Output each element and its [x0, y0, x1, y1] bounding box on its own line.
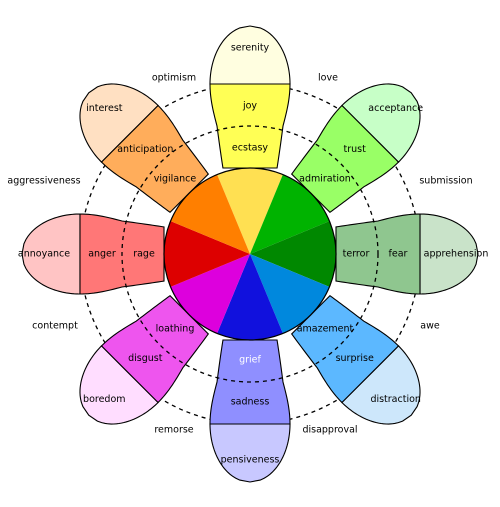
- petal-fear: [250, 213, 479, 295]
- petal-anticipation-mild: [79, 83, 159, 163]
- label-surprise-basic: surprise: [336, 353, 374, 364]
- label-anticipation-basic: anticipation: [117, 144, 173, 155]
- label-fear-mild: apprehension: [424, 249, 489, 260]
- petal-disgust: [79, 254, 250, 425]
- label-surprise-intense: amazement: [297, 324, 354, 335]
- label-anticipation-mild: interest: [86, 103, 123, 114]
- petal-fear-mild: [419, 213, 479, 295]
- petal-surprise-intense: [250, 254, 330, 334]
- petal-anticipation: [79, 83, 250, 254]
- label-sadness-basic: sadness: [231, 397, 270, 408]
- label-joy-basic: joy: [242, 101, 257, 112]
- label-disgust-mild: boredom: [83, 394, 125, 405]
- label-sadness-mild: pensiveness: [221, 455, 280, 466]
- petal-joy-intense: [217, 168, 283, 254]
- petal-trust-intense: [250, 174, 330, 254]
- petal-disgust-basic: [100, 294, 210, 404]
- dyad-aggressiveness: aggressiveness: [7, 176, 80, 187]
- label-disgust-intense: loathing: [156, 324, 195, 335]
- dyad-awe: awe: [420, 321, 440, 332]
- label-surprise-mild: distraction: [370, 394, 421, 405]
- dyad-love: love: [318, 73, 338, 84]
- petal-disgust-intense: [170, 254, 250, 334]
- dyad-optimism: optimism: [152, 73, 196, 84]
- petal-joy-mild: [209, 25, 291, 85]
- label-disgust-basic: disgust: [128, 353, 163, 364]
- petal-anticipation-intense: [170, 174, 250, 254]
- petal-fear-intense: [250, 221, 336, 287]
- dyad-contempt: contempt: [32, 321, 78, 332]
- petal-disgust-mild: [79, 345, 159, 425]
- dyad-remorse: remorse: [154, 425, 193, 436]
- inner-dashed-ring: [121, 125, 379, 383]
- petal-sadness-intense: [217, 254, 283, 340]
- core-outline: [163, 167, 337, 341]
- dyad-submission: submission: [419, 176, 472, 187]
- label-joy-intense: ecstasy: [232, 143, 269, 154]
- petal-surprise-mild: [341, 345, 421, 425]
- petal-trust-mild: [341, 83, 421, 163]
- label-fear-intense: terror: [343, 249, 370, 260]
- dyad-labels-layer: love submission awe disapproval remorse conte…: [7, 73, 472, 436]
- petal-anticipation-basic: [100, 104, 210, 214]
- petal-sadness-mild: [209, 423, 291, 483]
- petal-trust-basic: [290, 104, 400, 214]
- petal-trust: [250, 83, 421, 254]
- petal-labels-layer: serenity joy ecstasy acceptance trust admirat…: [18, 43, 488, 466]
- label-anticipation-intense: vigilance: [154, 174, 197, 185]
- label-anger-intense: rage: [133, 249, 155, 260]
- label-anger-mild: annoyance: [18, 249, 70, 260]
- petal-surprise-basic: [290, 294, 400, 404]
- petal-surprise: [250, 254, 421, 425]
- label-joy-mild: serenity: [231, 43, 270, 54]
- label-trust-mild: acceptance: [368, 103, 423, 114]
- label-fear-basic: fear: [389, 249, 408, 260]
- label-trust-basic: trust: [344, 144, 367, 155]
- label-anger-basic: anger: [88, 249, 116, 260]
- petal-anger-mild: [21, 213, 81, 295]
- label-sadness-intense: grief: [239, 355, 261, 366]
- label-trust-intense: admiration: [299, 174, 351, 185]
- petal-anger-intense: [164, 221, 250, 287]
- dyad-disapproval: disapproval: [302, 425, 357, 436]
